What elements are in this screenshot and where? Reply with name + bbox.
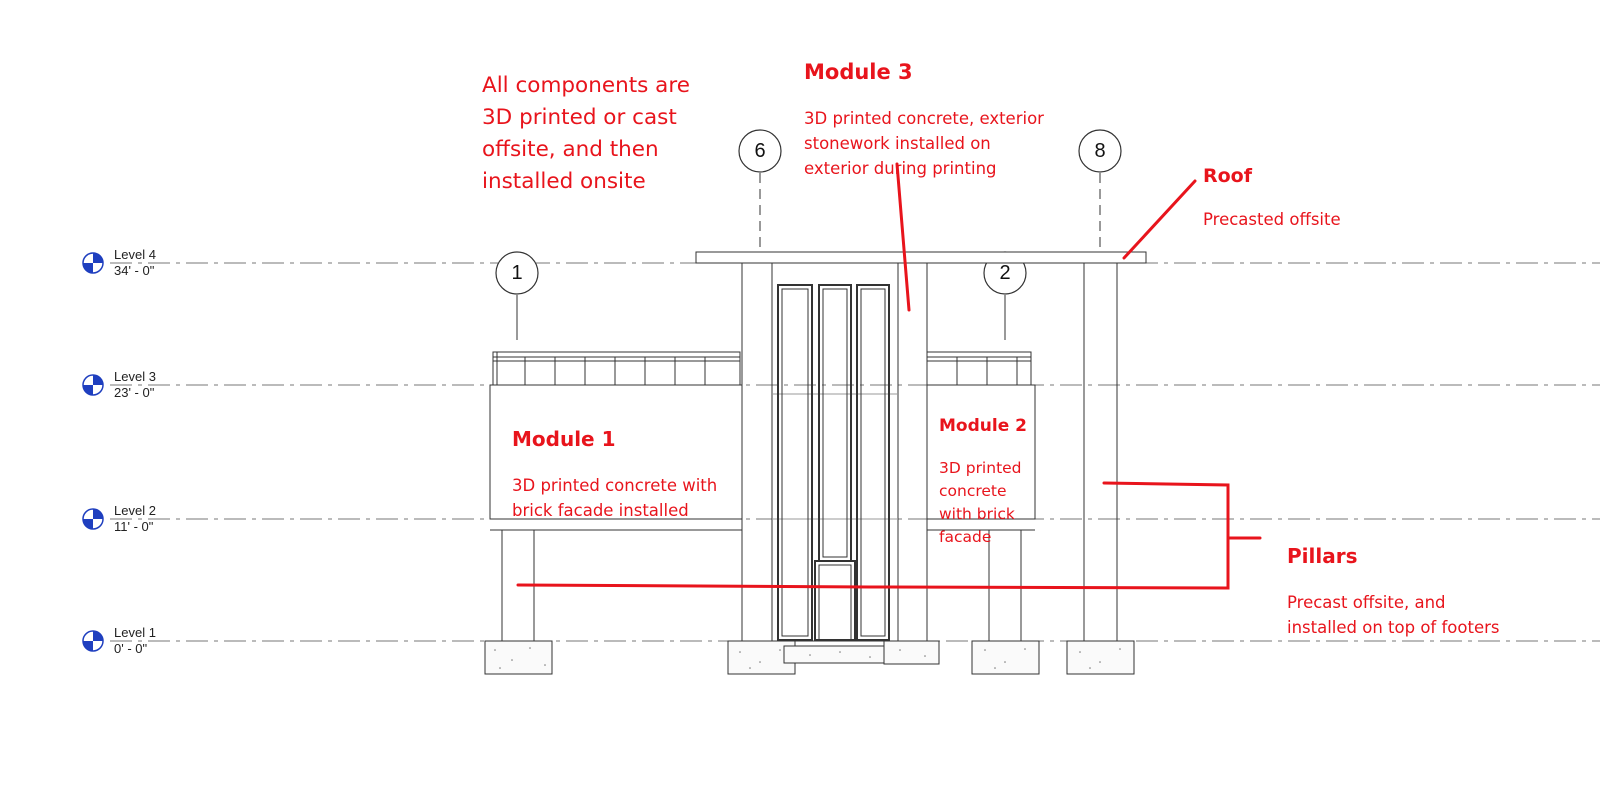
level-2-elevation: 11' - 0" xyxy=(114,519,154,534)
module2-railing xyxy=(926,351,1032,386)
grid-bubble-1: 1 xyxy=(495,251,539,295)
window-1 xyxy=(777,284,813,641)
module3-core xyxy=(771,262,928,642)
module1-note: Module 1 3D printed concrete with brick … xyxy=(512,405,717,542)
grid-bubble-2-label: 2 xyxy=(999,262,1010,284)
pillars-note: Pillars Precast offsite, and installed o… xyxy=(1287,522,1500,659)
module3-title: Module 3 xyxy=(804,60,913,84)
level-marker-2: Level 2 11' - 0" xyxy=(82,503,156,534)
grid-bubble-6-label: 6 xyxy=(754,140,765,162)
level-lines xyxy=(110,262,1600,642)
module1-title: Module 1 xyxy=(512,427,616,451)
module2-body: 3D printed concrete with brick facade xyxy=(939,459,1022,546)
grid-bubble-8: 8 xyxy=(1078,129,1122,173)
module3-note: Module 3 3D printed concrete, exterior s… xyxy=(804,38,1044,200)
building xyxy=(489,251,1147,642)
module1-body: 3D printed concrete with brick facade in… xyxy=(512,476,718,520)
leader-pillars xyxy=(516,481,1230,590)
window-3 xyxy=(856,284,890,641)
level-marker-4: Level 4 34' - 0" xyxy=(82,247,156,278)
grid-bubble-1-label: 1 xyxy=(511,262,522,284)
window-2 xyxy=(818,284,852,562)
module2-note: Module 2 3D printed concrete with brick … xyxy=(939,395,1027,568)
grid-bubble-6: 6 xyxy=(738,129,782,173)
grid-lines xyxy=(516,173,1101,340)
module3-wall-right xyxy=(897,262,928,642)
footing-8 xyxy=(1066,640,1135,675)
level-3-elevation: 23' - 0" xyxy=(114,385,155,400)
door xyxy=(814,560,856,641)
grid-bubble-8-label: 8 xyxy=(1094,140,1105,162)
level-marker-3: Level 3 23' - 0" xyxy=(82,369,156,400)
leader-module3 xyxy=(895,162,911,312)
level-3-name: Level 3 xyxy=(114,369,156,384)
roof-title: Roof xyxy=(1203,165,1253,187)
level-2-name: Level 2 xyxy=(114,503,156,518)
footing-7 xyxy=(883,640,940,665)
annotation-leaders xyxy=(516,162,1262,590)
level-marker-1: Level 1 0' - 0" xyxy=(82,625,156,656)
footing-6-step xyxy=(783,645,885,664)
roof-slab xyxy=(695,251,1147,264)
leader-roof xyxy=(1122,179,1197,260)
module2-title: Module 2 xyxy=(939,416,1027,436)
module1-railing xyxy=(492,351,741,386)
roof-body: Precasted offsite xyxy=(1203,210,1341,229)
general-note: All components are 3D printed or cast of… xyxy=(482,73,690,194)
footing-1 xyxy=(484,640,553,675)
footing-2 xyxy=(971,640,1040,675)
roof-note: Roof Precasted offsite xyxy=(1203,144,1341,251)
level-1-elevation: 0' - 0" xyxy=(114,641,147,656)
level-4-elevation: 34' - 0" xyxy=(114,263,155,278)
module3-wall-left xyxy=(741,262,773,642)
footings xyxy=(484,640,1135,675)
pillars-body: Precast offsite, and installed on top of… xyxy=(1287,593,1500,637)
module3-body: 3D printed concrete, exterior stonework … xyxy=(804,109,1044,178)
level-4-name: Level 4 xyxy=(114,247,156,262)
pillar-8 xyxy=(1083,262,1118,642)
pillars-title: Pillars xyxy=(1287,544,1358,568)
level-1-name: Level 1 xyxy=(114,625,156,640)
